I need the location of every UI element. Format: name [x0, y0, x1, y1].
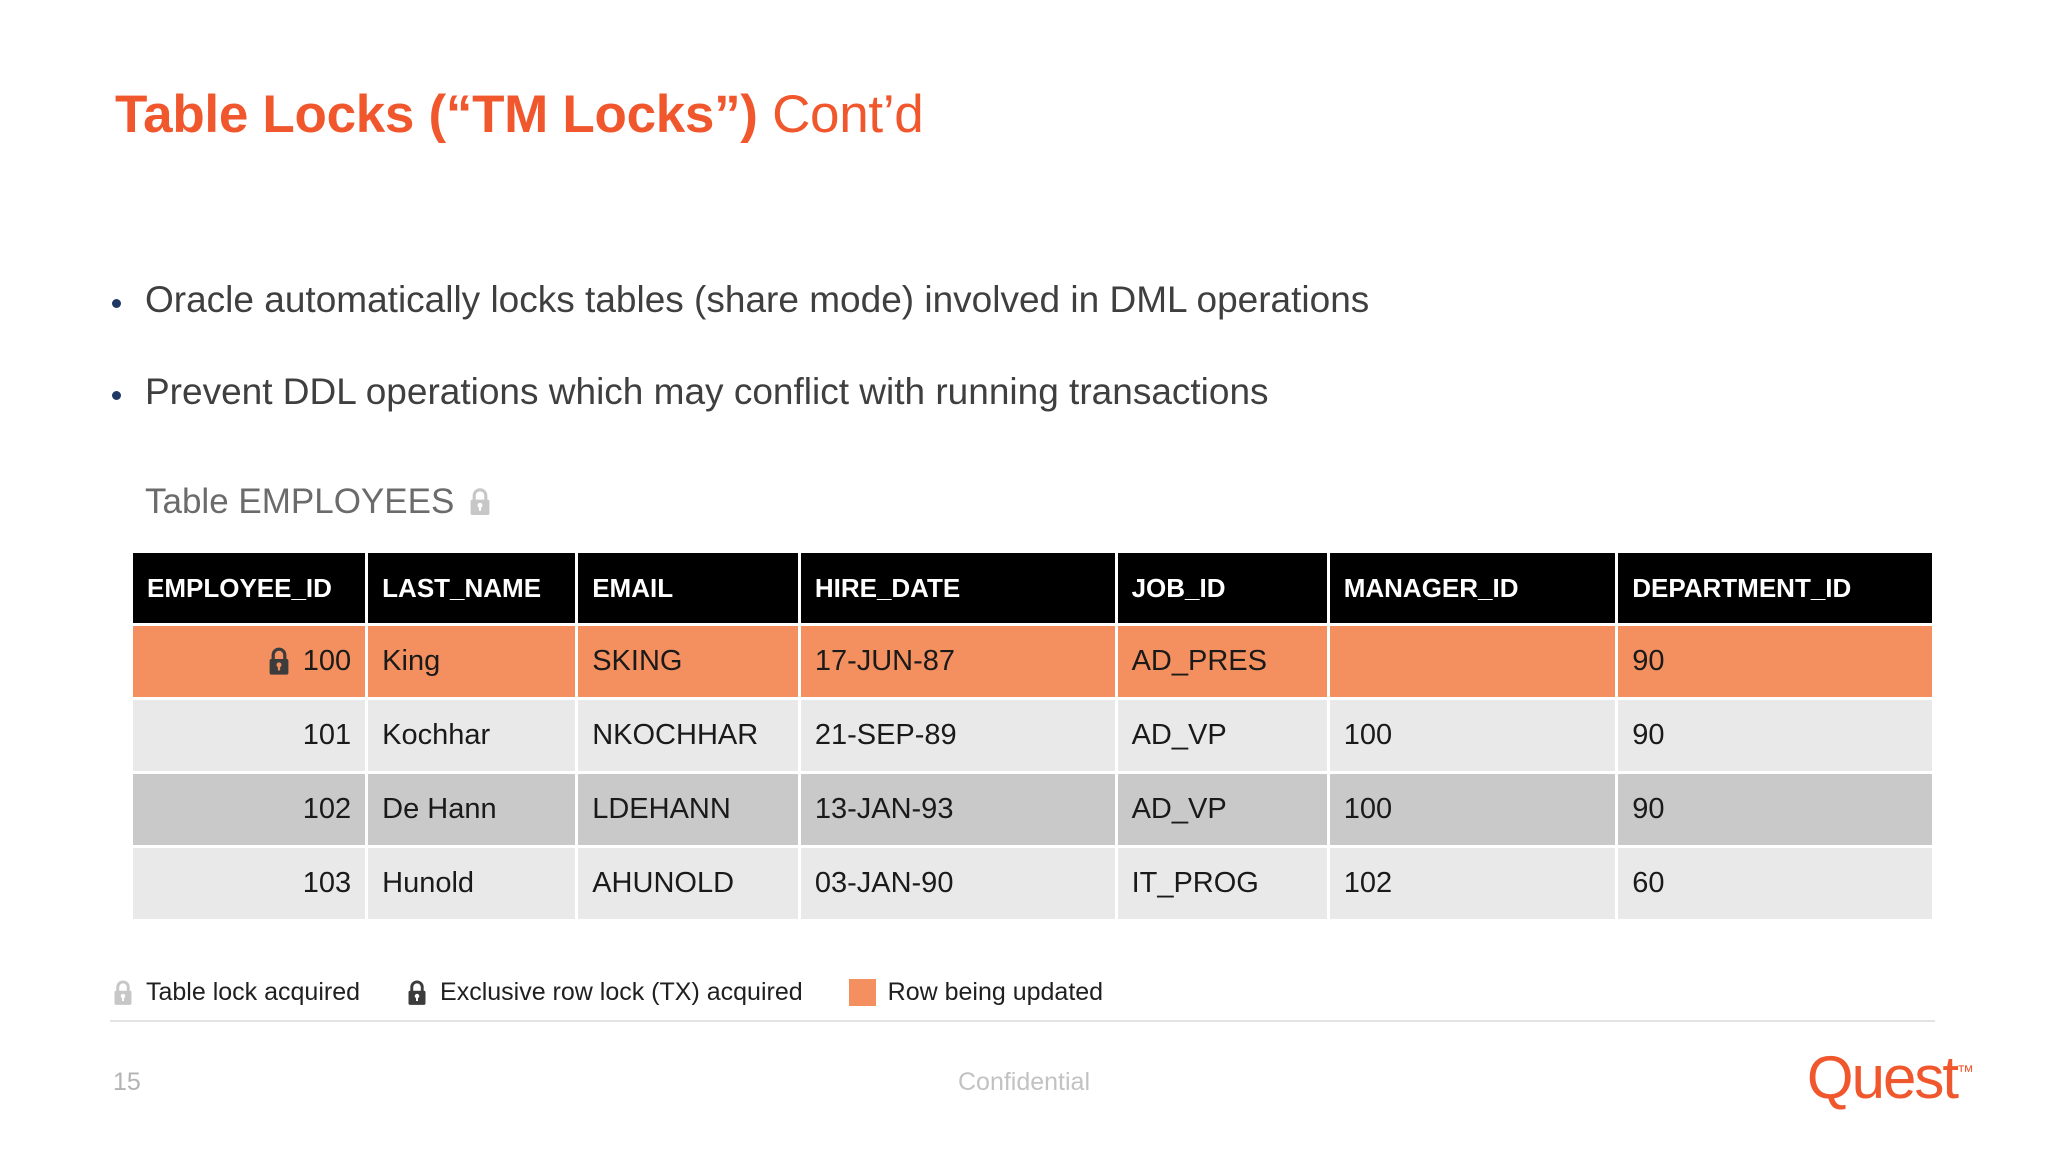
cell-job-id: AD_PRES	[1117, 626, 1327, 697]
cell-department-id: 60	[1618, 848, 1932, 919]
lock-icon-light	[112, 979, 134, 1007]
legend-label: Exclusive row lock (TX) acquired	[440, 978, 803, 1006]
cell-last-name: De Hann	[368, 774, 576, 845]
orange-swatch-icon	[848, 979, 876, 1006]
cell-manager-id: 102	[1329, 848, 1616, 919]
cell-employee-id-value: 100	[302, 645, 352, 677]
footer-divider	[110, 1020, 1935, 1022]
column-header-job-id[interactable]: JOB_ID	[1117, 553, 1327, 623]
table-row[interactable]: 102 De Hann LDEHANN 13-JAN-93 AD_VP 100 …	[133, 774, 1932, 845]
legend-label: Row being updated	[887, 978, 1104, 1006]
cell-department-id: 90	[1618, 700, 1932, 771]
cell-department-id: 90	[1618, 774, 1932, 845]
table-caption: Table EMPLOYEES	[145, 482, 492, 522]
cell-job-id: AD_VP	[1117, 700, 1327, 771]
page-title-light: Cont’d	[757, 85, 924, 144]
column-header-hire-date[interactable]: HIRE_DATE	[800, 553, 1115, 623]
cell-employee-id: 100	[133, 626, 366, 697]
cell-email: LDEHANN	[578, 774, 798, 845]
trademark-symbol: ™	[1957, 1062, 1974, 1081]
cell-job-id: AD_VP	[1117, 774, 1327, 845]
cell-employee-id: 102	[133, 774, 366, 845]
column-header-email[interactable]: EMAIL	[578, 553, 798, 623]
cell-last-name: King	[368, 626, 576, 697]
confidential-label: Confidential	[957, 1068, 1091, 1096]
cell-employee-id: 101	[133, 700, 366, 771]
list-item: Prevent DDL operations which may conflic…	[112, 369, 1912, 415]
lock-icon-dark	[406, 979, 428, 1007]
cell-hire-date: 13-JAN-93	[800, 774, 1115, 845]
table-caption-label: Table EMPLOYEES	[145, 482, 455, 521]
list-item: Oracle automatically locks tables (share…	[112, 277, 1912, 323]
employees-table: EMPLOYEE_ID LAST_NAME EMAIL HIRE_DATE JO…	[130, 550, 1935, 922]
table-row[interactable]: 101 Kochhar NKOCHHAR 21-SEP-89 AD_VP 100…	[133, 700, 1932, 771]
cell-job-id: IT_PROG	[1117, 848, 1327, 919]
legend-item-table-lock: Table lock acquired	[112, 978, 360, 1007]
lock-icon-dark	[267, 646, 291, 677]
cell-manager-id: 100	[1329, 700, 1616, 771]
cell-manager-id	[1329, 626, 1616, 697]
page-number: 15	[113, 1068, 141, 1096]
cell-last-name: Kochhar	[368, 700, 576, 771]
legend-item-row-lock: Exclusive row lock (TX) acquired	[406, 978, 803, 1007]
legend-item-row-updated: Row being updated	[848, 978, 1104, 1007]
cell-email: NKOCHHAR	[578, 700, 798, 771]
column-header-department-id[interactable]: DEPARTMENT_ID	[1618, 553, 1932, 623]
page-title-bold: Table Locks (“TM Locks”)	[115, 85, 758, 144]
bullet-text: Oracle automatically locks tables (share…	[145, 279, 1370, 320]
column-header-manager-id[interactable]: MANAGER_ID	[1329, 553, 1616, 623]
table-row[interactable]: 100 King SKING 17-JUN-87 AD_PRES 90	[133, 626, 1932, 697]
cell-email: SKING	[578, 626, 798, 697]
cell-email: AHUNOLD	[578, 848, 798, 919]
column-header-last-name[interactable]: LAST_NAME	[368, 553, 576, 623]
bullet-list: Oracle automatically locks tables (share…	[112, 277, 1912, 461]
cell-employee-id: 103	[133, 848, 366, 919]
quest-logo-text: Quest	[1806, 1044, 1959, 1111]
cell-hire-date: 03-JAN-90	[800, 848, 1115, 919]
cell-last-name: Hunold	[368, 848, 576, 919]
cell-manager-id: 100	[1329, 774, 1616, 845]
bullet-text: Prevent DDL operations which may conflic…	[145, 371, 1269, 412]
legend-label: Table lock acquired	[146, 978, 361, 1006]
cell-hire-date: 21-SEP-89	[800, 700, 1115, 771]
cell-department-id: 90	[1618, 626, 1932, 697]
bullet-dot-icon	[112, 391, 121, 400]
page-title: Table Locks (“TM Locks”) Cont’d	[115, 84, 924, 145]
bullet-dot-icon	[112, 299, 121, 308]
lock-icon-light	[468, 487, 492, 517]
legend: Table lock acquired Exclusive row lock (…	[112, 978, 1149, 1007]
table-row[interactable]: 103 Hunold AHUNOLD 03-JAN-90 IT_PROG 102…	[133, 848, 1932, 919]
table-header-row: EMPLOYEE_ID LAST_NAME EMAIL HIRE_DATE JO…	[133, 553, 1932, 623]
cell-hire-date: 17-JUN-87	[800, 626, 1115, 697]
quest-logo: Quest™	[1807, 1048, 1974, 1108]
column-header-employee-id[interactable]: EMPLOYEE_ID	[133, 553, 366, 623]
